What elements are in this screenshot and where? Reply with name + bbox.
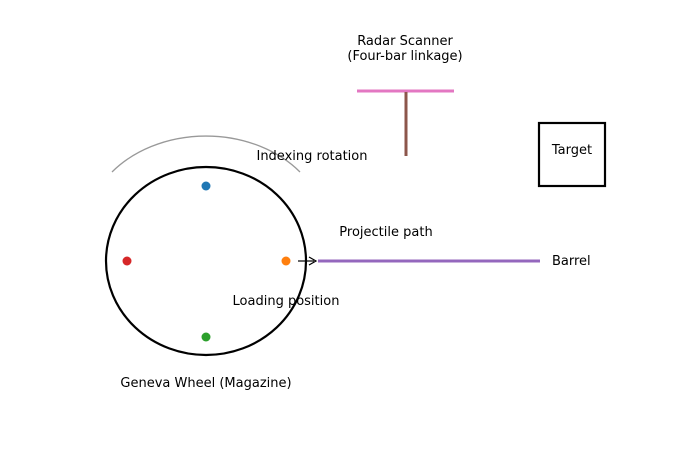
radar-scanner-title: Radar Scanner	[357, 34, 453, 49]
projectile-path-label: Projectile path	[339, 225, 432, 240]
target-label: Target	[551, 143, 592, 158]
target-box	[537, 121, 607, 188]
loading-position-label: Loading position	[233, 294, 340, 309]
slot-bottom-dot	[201, 332, 211, 342]
geneva-wheel-label: Geneva Wheel (Magazine)	[120, 376, 291, 391]
slot-loading-dot	[281, 256, 291, 266]
indexing-rotation-arc	[111, 135, 301, 173]
feed-arrow-head	[308, 256, 318, 266]
indexing-rotation-label: Indexing rotation	[256, 149, 367, 164]
geneva-wheel-circle	[104, 165, 308, 357]
slot-left-dot	[122, 256, 132, 266]
barrel-label: Barrel	[552, 254, 591, 269]
radar-scanner-subtitle: (Four-bar linkage)	[347, 49, 462, 64]
slot-top-dot	[201, 181, 211, 191]
